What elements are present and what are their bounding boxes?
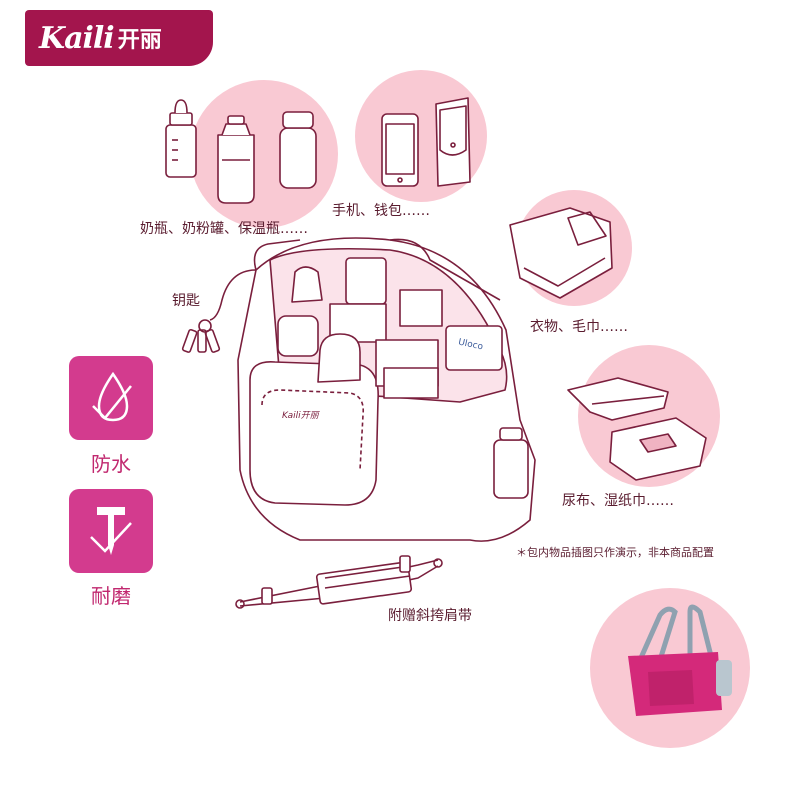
logo-text-en: Kaili <box>39 20 115 56</box>
bag-tag: Kaili开丽 <box>282 411 319 421</box>
diaper-bag-illustration <box>181 237 536 542</box>
baby-bottle-icon <box>165 99 197 178</box>
waterproof-label: 防水 <box>91 452 131 476</box>
phone-icon <box>381 113 419 187</box>
wear-resistant-label: 耐磨 <box>91 584 131 608</box>
diaper-icon <box>567 377 669 421</box>
brand-logo: Kaili 开丽 <box>25 10 213 66</box>
pink-bag-photo-icon <box>628 604 732 716</box>
strap-label: 附赠斜挎肩带 <box>388 608 472 624</box>
diapers-label: 尿布、湿纸巾…… <box>562 493 674 509</box>
water-drop-icon <box>92 371 132 422</box>
clothes-icon <box>509 207 613 299</box>
nail-check-icon <box>90 507 132 555</box>
wallet-icon <box>435 97 471 187</box>
wear-resistant-badge <box>69 489 153 573</box>
clothes-label: 衣物、毛巾…… <box>530 319 628 335</box>
formula-can-icon <box>217 115 255 204</box>
shoulder-strap-illustration <box>235 555 443 609</box>
disclaimer-note: ＊包内物品插图只作演示，非本商品配置 <box>516 546 714 559</box>
wipes-icon <box>609 417 707 481</box>
keys-label: 钥匙 <box>172 293 200 309</box>
bottles-label: 奶瓶、奶粉罐、保温瓶…… <box>140 221 308 237</box>
waterproof-badge <box>69 356 153 440</box>
thermos-icon <box>279 111 317 189</box>
logo-text-cn: 开丽 <box>117 28 162 53</box>
phone-label: 手机、钱包…… <box>332 203 430 219</box>
